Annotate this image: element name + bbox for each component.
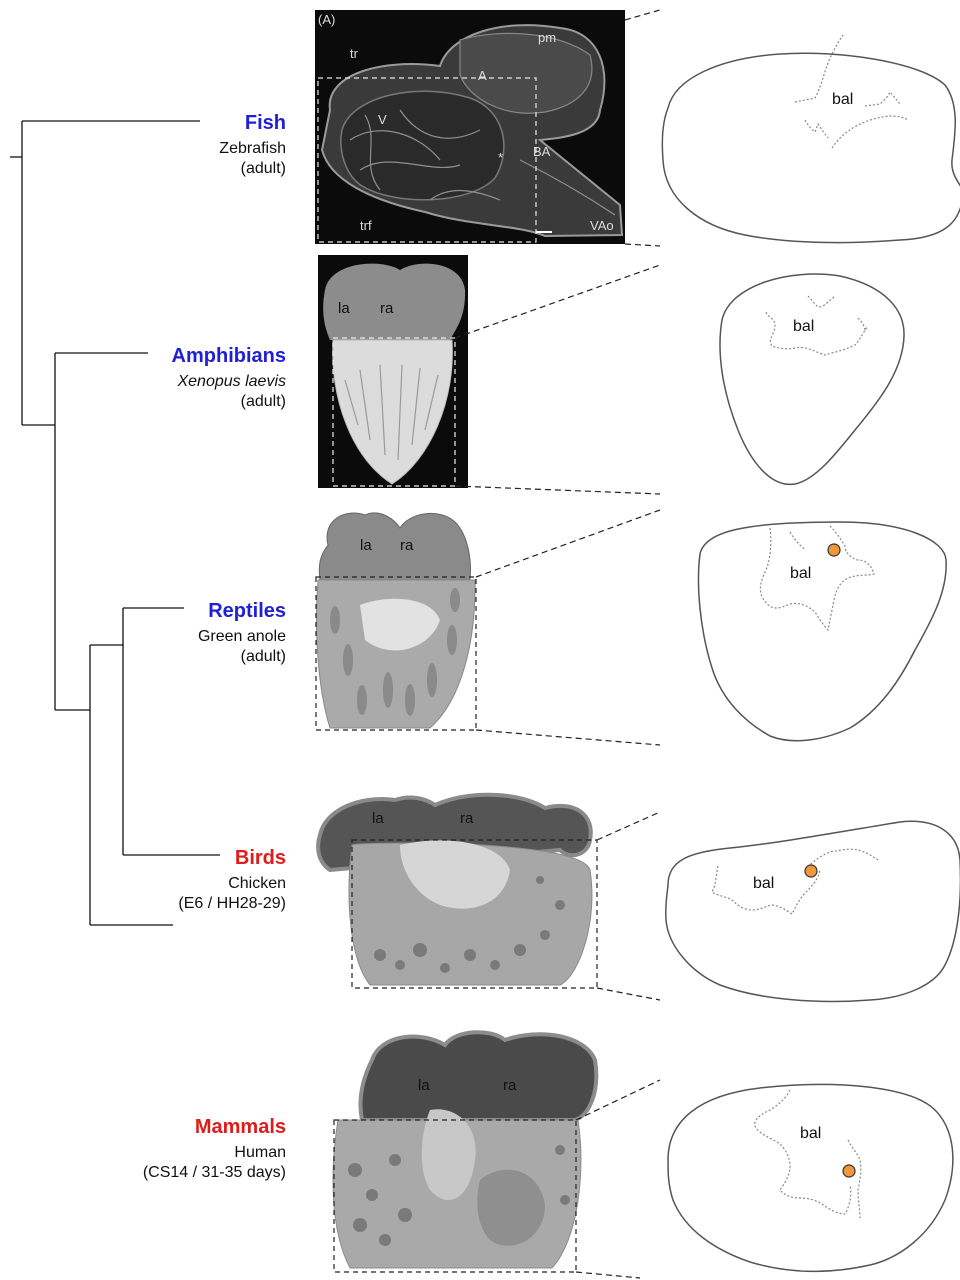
label-ba: BA bbox=[533, 144, 551, 159]
label-pm: pm bbox=[538, 30, 556, 45]
species-amphibians: Xenopus laevis bbox=[176, 373, 286, 390]
bird-heart-image: la ra bbox=[318, 795, 597, 988]
mammal-label-la: la bbox=[418, 1077, 430, 1094]
schematic-fish: bal bbox=[662, 35, 960, 243]
label-asterisk: * bbox=[498, 150, 503, 165]
species-reptiles: Green anole bbox=[198, 628, 286, 645]
stage-reptiles: (adult) bbox=[241, 648, 286, 665]
tip-fish: Fish Zebrafish (adult) bbox=[219, 112, 286, 177]
label-a: A bbox=[478, 68, 487, 83]
group-name-birds: Birds bbox=[235, 847, 286, 869]
group-name-reptiles: Reptiles bbox=[208, 600, 286, 622]
label-v: V bbox=[378, 112, 387, 127]
amphibian-label-la: la bbox=[338, 300, 350, 317]
marker-dot-reptile bbox=[828, 544, 840, 556]
stage-mammals: (CS14 / 31-35 days) bbox=[143, 1164, 286, 1181]
reptile-label-la: la bbox=[360, 537, 372, 554]
bird-label-la: la bbox=[372, 810, 384, 827]
stage-birds: (E6 / HH28-29) bbox=[178, 895, 286, 912]
schematic-amphibian: bal bbox=[720, 274, 904, 484]
stage-amphibians: (adult) bbox=[241, 393, 286, 410]
schematic-reptile: bal bbox=[699, 522, 947, 741]
amphibian-label-ra: ra bbox=[380, 300, 394, 317]
schematic-mammal-label: bal bbox=[800, 1125, 821, 1142]
species-mammals: Human bbox=[234, 1144, 286, 1161]
panel-label-a: (A) bbox=[318, 12, 335, 27]
schematic-amphibian-label: bal bbox=[793, 318, 814, 335]
tip-amphibians: Amphibians Xenopus laevis (adult) bbox=[172, 345, 286, 410]
label-trf: trf bbox=[360, 218, 372, 233]
tip-mammals: Mammals Human (CS14 / 31-35 days) bbox=[143, 1116, 286, 1181]
schematic-reptile-label: bal bbox=[790, 565, 811, 582]
species-birds: Chicken bbox=[228, 875, 286, 892]
amphibian-heart-image: la ra bbox=[318, 255, 468, 488]
group-name-amphibians: Amphibians bbox=[172, 345, 286, 367]
marker-dot-bird bbox=[805, 865, 817, 877]
bird-label-ra: ra bbox=[460, 810, 474, 827]
fish-heart-image: (A) tr pm A V BA trf VAo * bbox=[315, 10, 625, 244]
tip-reptiles: Reptiles Green anole (adult) bbox=[198, 600, 286, 665]
group-name-fish: Fish bbox=[245, 112, 286, 134]
stage-fish: (adult) bbox=[241, 160, 286, 177]
mammal-label-ra: ra bbox=[503, 1077, 517, 1094]
species-fish: Zebrafish bbox=[219, 140, 286, 157]
mammal-heart-image: la ra bbox=[333, 1032, 596, 1272]
schematic-mammal: bal bbox=[668, 1084, 953, 1271]
marker-dot-mammal bbox=[843, 1165, 855, 1177]
reptile-heart-image: la ra bbox=[316, 513, 476, 730]
phylogenetic-tree bbox=[10, 121, 220, 925]
schematic-bird-label: bal bbox=[753, 875, 774, 892]
tip-birds: Birds Chicken (E6 / HH28-29) bbox=[178, 847, 286, 912]
label-vao: VAo bbox=[590, 218, 614, 233]
schematic-fish-label: bal bbox=[832, 91, 853, 108]
schematic-bird: bal bbox=[666, 821, 960, 1001]
label-tr: tr bbox=[350, 46, 359, 61]
reptile-label-ra: ra bbox=[400, 537, 414, 554]
group-name-mammals: Mammals bbox=[195, 1116, 286, 1138]
